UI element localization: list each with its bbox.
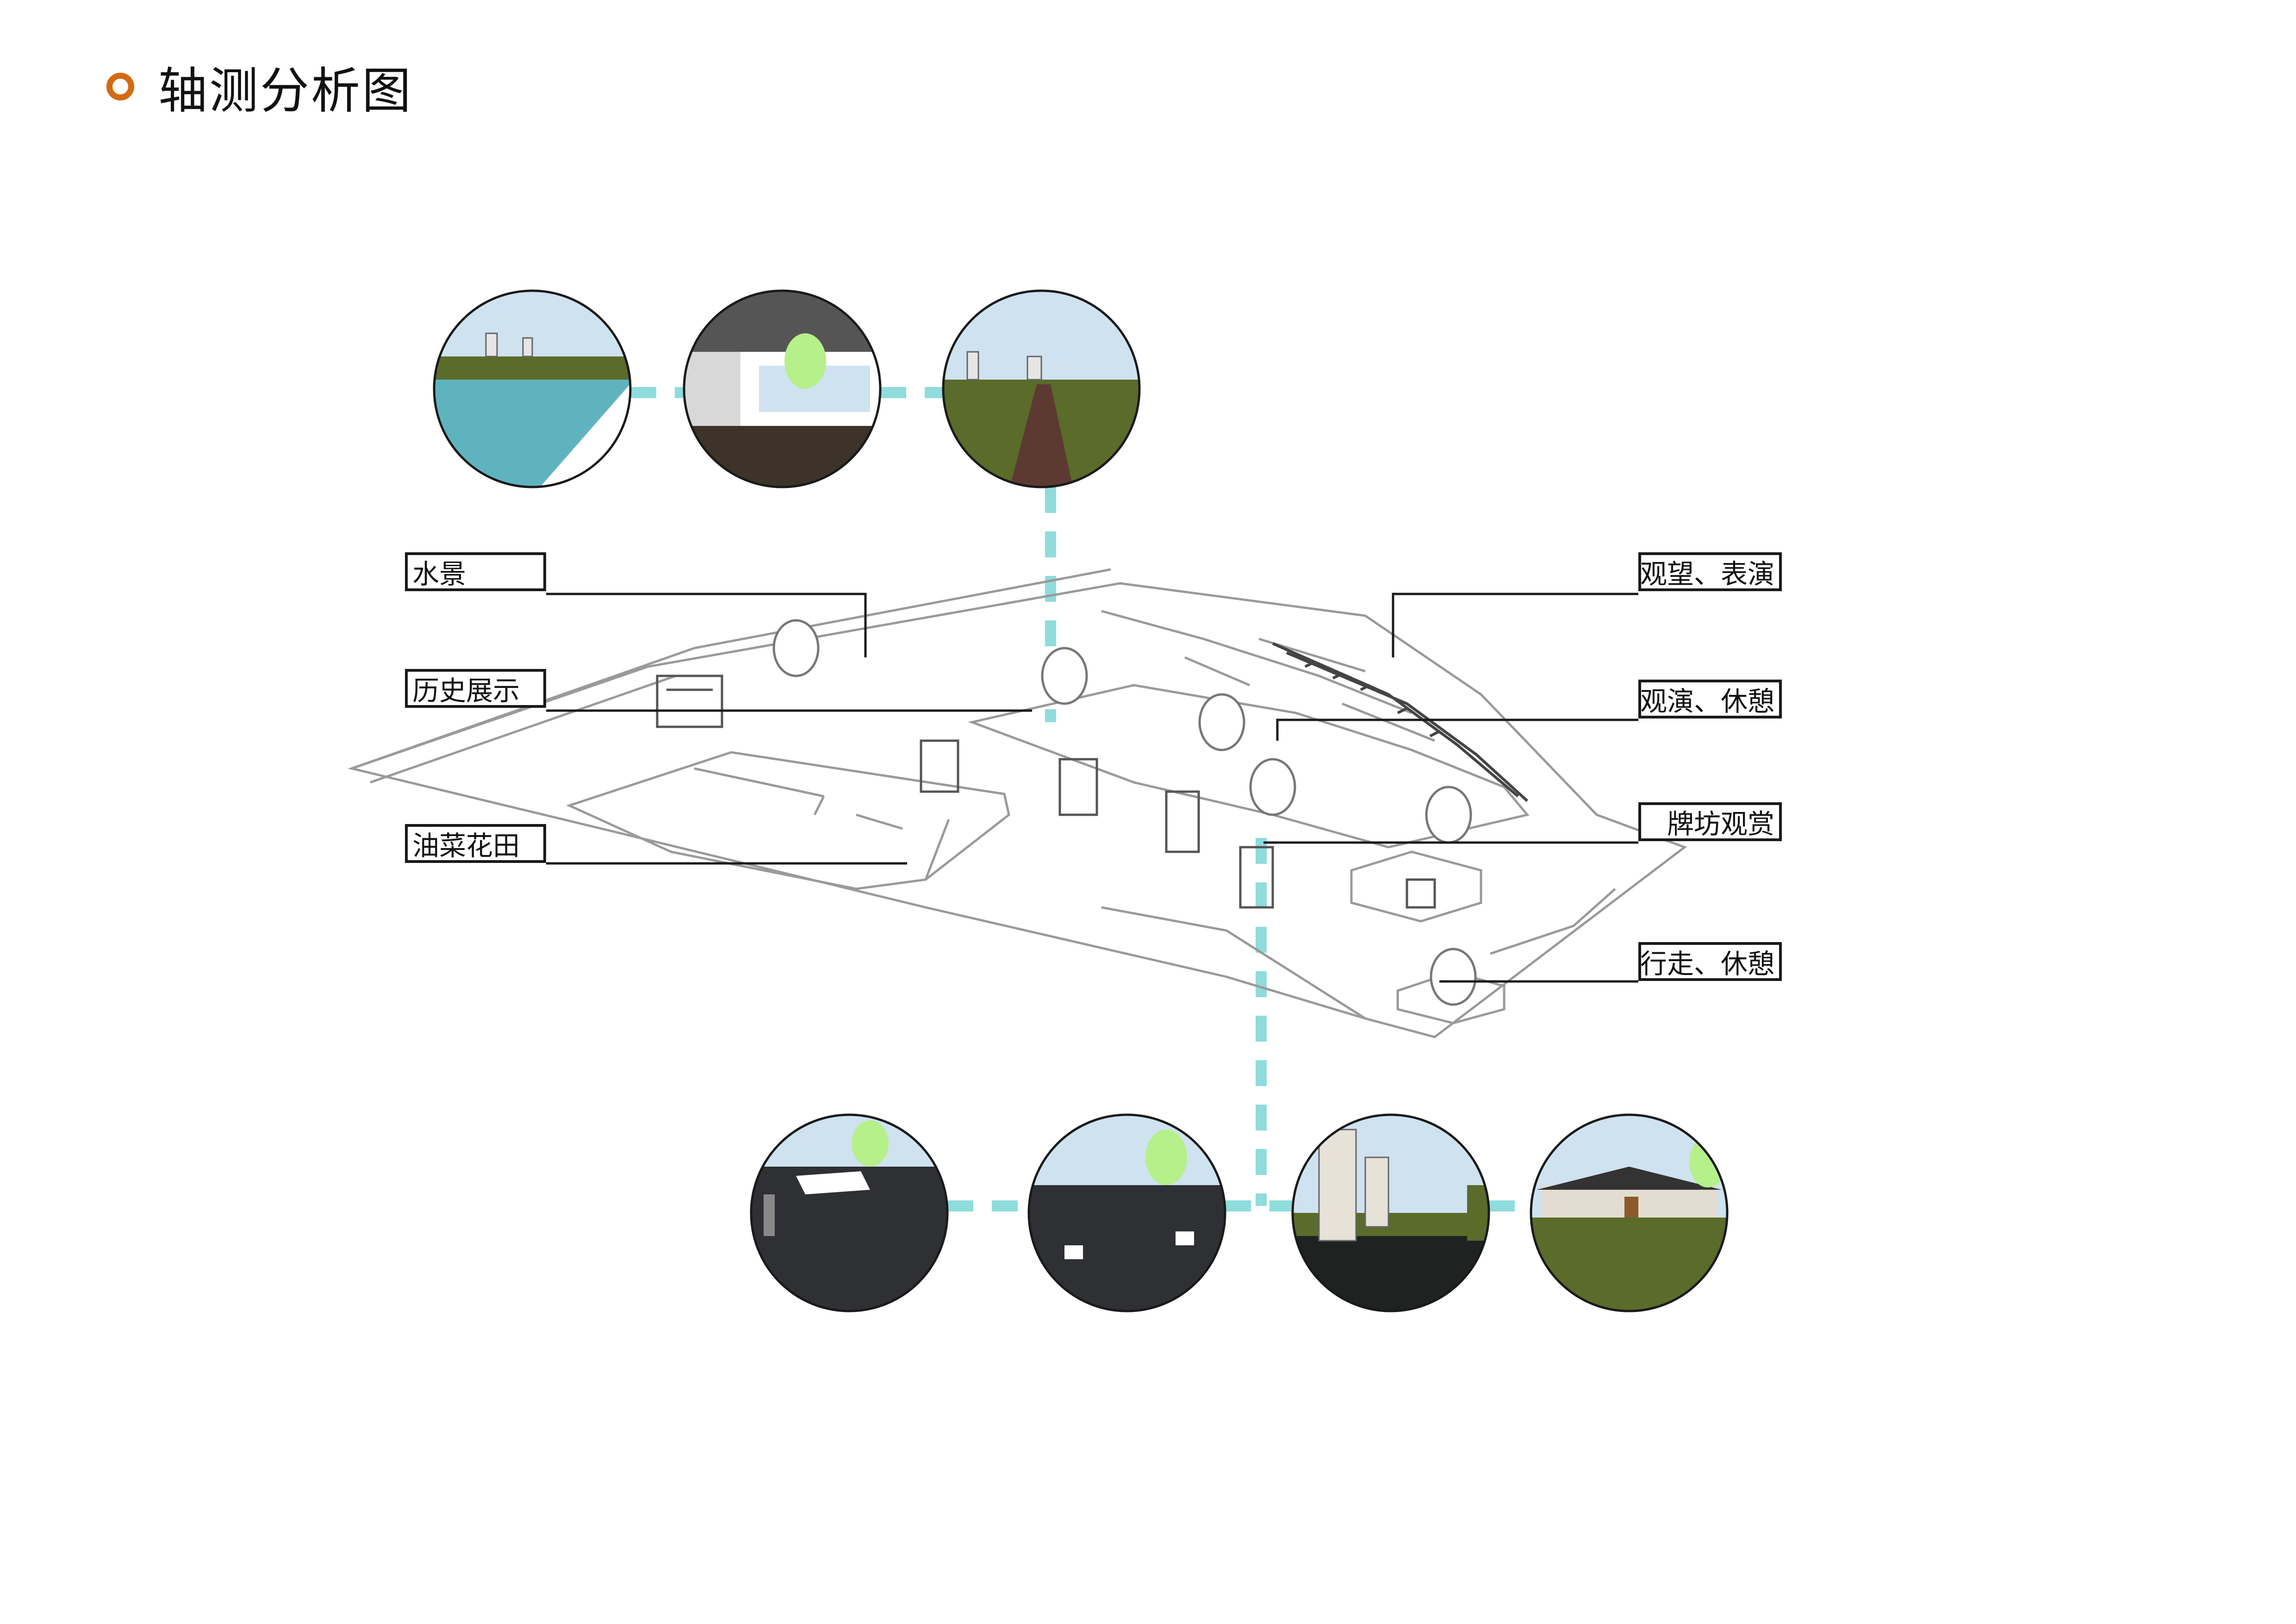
site-details	[656, 675, 1436, 909]
site-plan	[348, 568, 1687, 1038]
courtyard	[1350, 850, 1482, 923]
leader-view-rest	[1276, 718, 1638, 741]
view-connectors	[630, 387, 1531, 1212]
rapeseed-field	[566, 751, 1010, 890]
view-circle-plaza-1-frame	[750, 1113, 949, 1312]
label-watch-perform: 观望、表演	[1638, 552, 1782, 591]
view-circle-archway-frame	[1291, 1113, 1490, 1312]
view-circle-path-frame	[942, 289, 1141, 488]
view-circle-water-frame	[433, 289, 632, 488]
view-circle-path	[943, 291, 1139, 487]
view-circle-history	[684, 291, 880, 487]
view-circle-plaza-2-frame	[1027, 1113, 1226, 1312]
label-walk-rest: 行走、休憩	[1638, 942, 1782, 981]
label-water: 水景	[405, 552, 546, 591]
label-archway: 牌坊观赏	[1638, 802, 1782, 841]
stairs	[1272, 642, 1529, 802]
view-circle-building-frame	[1530, 1113, 1729, 1312]
site-outline	[348, 582, 1687, 1038]
site-trees	[772, 619, 1477, 1006]
label-rapeseed: 油菜花田	[405, 824, 546, 863]
page-title: 轴测分析图	[158, 62, 413, 119]
label-view-rest: 观演、休憩	[1638, 680, 1782, 718]
label-history: 历史展示	[405, 669, 546, 708]
view-circle-water	[434, 291, 630, 487]
page-header: 轴测分析图	[106, 51, 413, 122]
road-edge	[351, 568, 1111, 784]
leader-watch-perform	[1392, 593, 1638, 657]
leader-water	[546, 593, 867, 657]
leader-lines	[546, 593, 1638, 983]
view-circle-history-frame	[683, 289, 882, 488]
